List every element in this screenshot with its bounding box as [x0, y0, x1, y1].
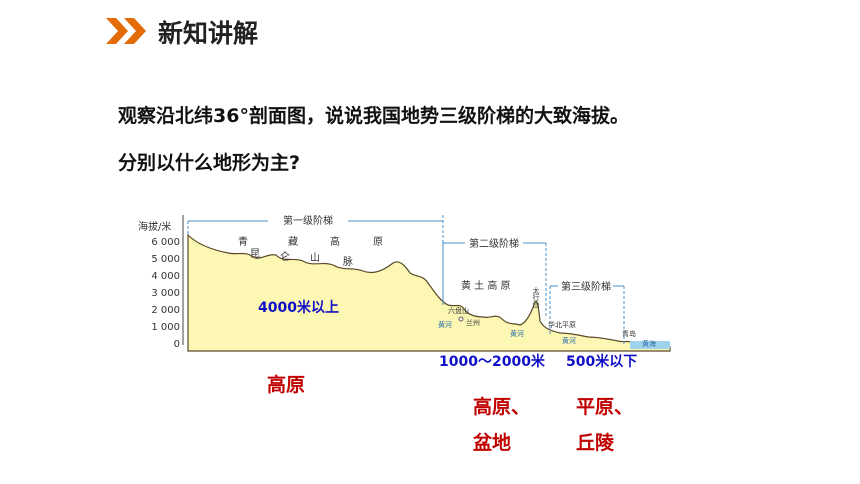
- sea-area: [630, 341, 670, 349]
- lanzhou-label: 兰州: [466, 318, 480, 327]
- landform-step3-line2: 丘陵: [576, 432, 615, 454]
- lanzhou-marker: [458, 316, 464, 322]
- step2-label: 第二级阶梯: [469, 237, 519, 250]
- altitude-step2: 1000～2000米: [439, 354, 545, 370]
- river-label: 黄河: [438, 320, 452, 329]
- step3-label: 第三级阶梯: [561, 280, 611, 293]
- huabei-label: 华北平原: [548, 320, 576, 329]
- y-tick: 0: [174, 339, 180, 350]
- question-1: 观察沿北纬36°剖面图，说说我国地势三级阶梯的大致海拔。: [118, 105, 629, 127]
- region-char: 昆: [250, 248, 260, 260]
- landform-step1: 高原: [267, 374, 306, 396]
- liupan-label: 六盘山: [448, 306, 469, 315]
- taihang-label: 太行山: [532, 286, 540, 309]
- huangtu-label: 黄 土 高 原: [461, 279, 511, 292]
- page-title: 新知讲解: [158, 19, 259, 48]
- region-char: 原: [373, 236, 383, 248]
- landform-step2-line1: 高原、: [473, 396, 531, 418]
- terrain-profile: [187, 233, 671, 352]
- sea-label: 黄海: [642, 339, 656, 348]
- y-tick: 1 000: [151, 322, 180, 333]
- y-tick: 3 000: [151, 288, 180, 299]
- region-char: 山: [310, 252, 320, 264]
- y-tick: 5 000: [151, 254, 180, 265]
- header-arrow-icon: [106, 16, 152, 50]
- region-char: 高: [330, 235, 340, 248]
- altitude-step3: 500米以下: [566, 354, 638, 370]
- question-2: 分别以什么地形为主?: [118, 152, 301, 174]
- cross-section-diagram: 海拔/米 6 000 5 000 4 000 3 000 2 000 1 000…: [138, 214, 671, 352]
- y-tick: 2 000: [151, 305, 180, 316]
- step1-label: 第一级阶梯: [283, 214, 333, 227]
- region-char: 藏: [288, 236, 298, 248]
- river-label: 黄河: [510, 329, 524, 338]
- landform-step3-line1: 平原、: [576, 396, 634, 418]
- y-tick: 6 000: [151, 237, 180, 248]
- y-tick: 4 000: [151, 271, 180, 282]
- landform-step2-line2: 盆地: [473, 432, 512, 454]
- region-char: 青: [238, 235, 248, 248]
- qingdao-label: 青岛: [622, 329, 636, 338]
- region-char: 脉: [343, 255, 353, 268]
- river-label: 黄河: [562, 336, 576, 345]
- altitude-step1: 4000米以上: [258, 300, 339, 316]
- y-axis-label: 海拔/米: [138, 220, 171, 233]
- region-char: 仑: [280, 250, 290, 263]
